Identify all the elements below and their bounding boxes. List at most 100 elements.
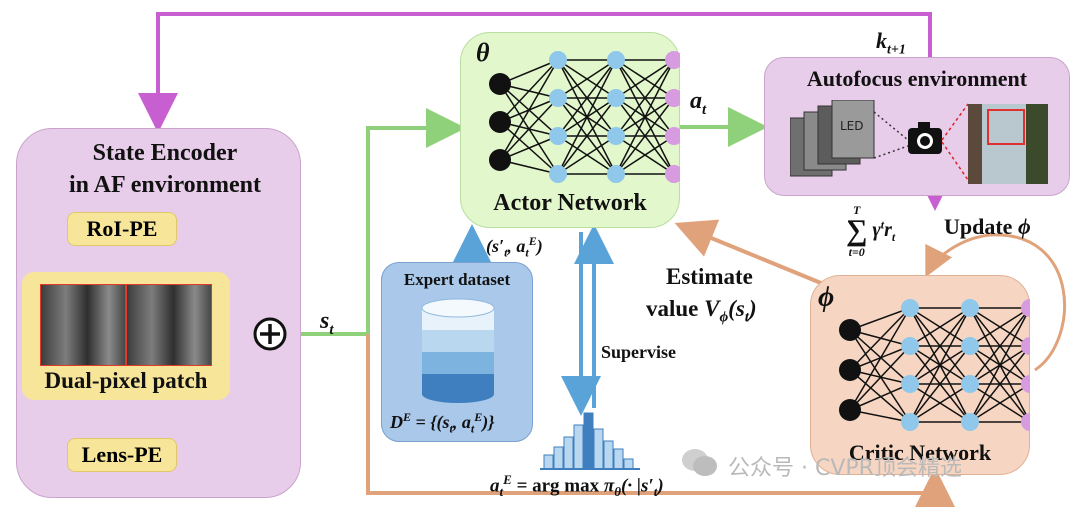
actor-network-graph [489,51,680,183]
state-to-critic-arrow [366,334,955,507]
network-node [489,73,511,95]
network-node [1021,299,1030,317]
critic-network-label: Critic Network [848,440,992,465]
svg-text:LED: LED [840,119,864,133]
dual-pixel-image [40,284,212,366]
histogram-bar [573,424,584,470]
network-node [901,299,919,317]
network-node [839,399,861,421]
network-node [665,127,680,145]
network-node [1021,375,1030,393]
network-node [901,375,919,393]
network-edge [909,307,971,347]
network-edge [909,307,971,385]
state-encoder-title-line1: State Encoder [92,140,238,166]
estimate-label-line2: value Vϕ(st) [646,296,757,326]
update-phi-label: Update ϕ [944,214,1031,239]
reward-sum-label: T ∑ t=0 γtrt [846,203,896,259]
dual-pixel-patch-label: Dual-pixel patch [44,368,208,393]
supervise-label: Supervise [601,342,677,362]
network-node [901,337,919,355]
estimate-label-line1: Estimate [666,264,753,289]
histogram-bar [553,446,564,470]
network-edge [909,307,971,423]
network-node [607,165,625,183]
policy-histogram [540,412,640,470]
network-node [901,413,919,431]
network-edge [969,307,1030,347]
wechat-icon [682,449,717,476]
network-edge [499,59,559,123]
state-to-actor-arrow [288,108,466,336]
network-node [839,319,861,341]
histogram-bar [613,448,624,470]
autofocus-env-label: Autofocus environment [806,66,1028,91]
network-edge [849,307,911,371]
action-label: at [690,88,707,118]
focal-stack-images: LED [790,100,875,177]
autofocus-scene: LED [790,100,1048,184]
network-node [1021,413,1030,431]
histogram-bar [593,428,604,470]
network-node [839,359,861,381]
expert-dataset-formula: DE = {(st, atE)} [390,410,495,436]
state-encoder-title-line2: in AF environment [68,172,261,198]
network-edge [615,59,675,99]
network-edge [557,59,617,99]
next-state-label: kt+1 [876,28,906,58]
histogram-bar [583,412,594,470]
network-edge [557,135,617,175]
network-node [665,89,680,107]
network-edge [557,59,617,175]
network-node [549,127,567,145]
state-label: st [320,308,334,338]
network-node [607,127,625,145]
watermark: 公众号 · CVPR顶会精选 [728,456,962,481]
network-edge [615,135,675,175]
network-edge [969,307,1030,385]
histogram-bar [623,458,634,470]
network-edge [557,97,617,175]
network-node [665,165,680,183]
lens-pe-block: Lens-PE [67,438,177,472]
network-edge [909,383,971,423]
network-node [549,51,567,69]
network-edge [615,59,675,175]
database-icon [421,298,495,403]
argmax-label: atE = arg max πθ(· |s′t) [490,472,664,500]
network-node [1021,337,1030,355]
network-edge [849,329,911,423]
actor-network-label: Actor Network [493,190,647,216]
network-edge [909,345,971,423]
network-edge [969,383,1030,423]
network-node [549,89,567,107]
actor-symbol: θ [476,38,490,67]
network-node [961,299,979,317]
network-node [961,413,979,431]
network-node [665,51,680,69]
expert-dataset-title: Expert dataset [403,270,511,289]
network-edge [615,59,675,137]
network-edge [969,345,1030,423]
network-edge [849,345,911,411]
update-loop-arrow [925,233,1066,372]
network-edge [849,329,911,385]
network-edge [499,59,559,161]
network-edge [849,307,911,411]
scene-image [968,104,1048,184]
network-node [961,337,979,355]
critic-network-graph [839,299,1030,431]
network-edge [499,97,559,161]
network-node [961,375,979,393]
expert-pair-label: (s′t, atE) [486,234,543,260]
network-node [489,111,511,133]
network-edge [849,369,911,423]
network-edge [557,59,617,137]
camera-icon [908,122,942,154]
critic-symbol: ϕ [818,282,835,313]
feedback-arrow [138,12,932,133]
network-edge [969,307,1030,423]
network-node [549,165,567,183]
roi-pe-block: RoI-PE [67,212,177,246]
network-node [607,51,625,69]
